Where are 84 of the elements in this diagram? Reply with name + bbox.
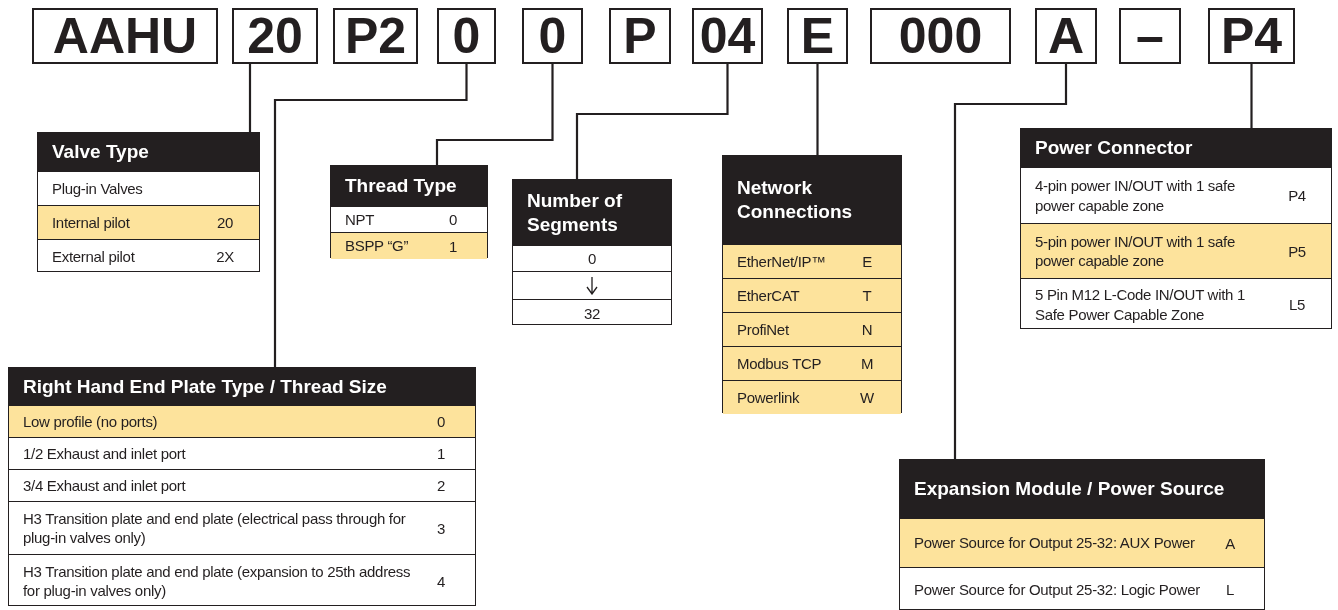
code-table: [8, 367, 476, 606]
table-row: [38, 205, 259, 239]
leader-line: [1250, 64, 1253, 128]
code-table: [330, 165, 488, 258]
option-code: 2X: [215, 248, 235, 265]
table-heading: Valve Type: [38, 133, 259, 171]
range-value: 32: [583, 304, 601, 322]
option-description: 1/2 Exhaust and inlet port: [23, 443, 187, 464]
leader-line: [273, 64, 468, 367]
table-row: [723, 244, 901, 278]
option-code: 0: [447, 211, 458, 228]
option-code: W: [859, 389, 875, 406]
option-description: BSPP “G”: [345, 236, 410, 256]
option-code: 4: [435, 572, 446, 590]
code-segment: P4: [1208, 8, 1295, 64]
option-code: 20: [215, 214, 235, 231]
code-segment: A: [1035, 8, 1097, 64]
option-code: 0: [435, 413, 446, 430]
option-description: 4-pin power IN/OUT with 1 safe power capable zone: [1035, 176, 1236, 215]
code-segment: AAHU: [32, 8, 218, 64]
option-description: H3 Transition plate and end plate (expansion to 25th address for plug-in valves only): [23, 561, 412, 601]
table-row: [723, 278, 901, 312]
table-row: [331, 232, 487, 259]
table-heading: Right Hand End Plate Type / Thread Size: [9, 368, 475, 405]
option-description: Modbus TCP: [737, 353, 823, 374]
option-description: Low profile (no ports): [23, 411, 159, 432]
option-description: ProfiNet: [737, 319, 790, 340]
option-description: Internal pilot: [52, 212, 131, 233]
table-row: [723, 380, 901, 414]
range-value: 0: [587, 250, 596, 267]
leader-line: [435, 64, 554, 165]
option-code: N: [860, 321, 874, 338]
code-segment: P: [609, 8, 671, 64]
leader-line: [248, 64, 252, 132]
table-heading: Network Connections: [723, 156, 901, 244]
leader-line: [575, 64, 729, 179]
option-description: Power Source for Output 25-32: Logic Power: [914, 579, 1201, 600]
option-code: L5: [1287, 296, 1307, 313]
code-table: [722, 155, 902, 413]
table-heading: Number of Segments: [513, 180, 671, 245]
table-row: [723, 312, 901, 346]
table-row: [723, 346, 901, 380]
option-code: P4: [1287, 187, 1307, 204]
code-table: [1020, 128, 1332, 329]
option-description: Powerlink: [737, 387, 801, 408]
option-code: 2: [435, 477, 446, 494]
table-heading: Thread Type: [331, 166, 487, 206]
option-code: E: [861, 253, 873, 270]
option-description: External pilot: [52, 246, 136, 267]
option-description: 5 Pin M12 L-Code IN/OUT with 1 Safe Power Capable Zone: [1035, 285, 1246, 324]
leader-line: [816, 64, 819, 155]
option-code: 1: [447, 237, 458, 255]
code-segment: 000: [870, 8, 1011, 64]
code-segment: –: [1119, 8, 1181, 64]
code-segment: 04: [692, 8, 763, 64]
option-code: P5: [1287, 242, 1307, 260]
option-description: NPT: [345, 209, 376, 230]
table-heading: Power Connector: [1021, 129, 1331, 167]
code-segment: 20: [232, 8, 318, 64]
option-description: Plug-in Valves: [52, 178, 144, 199]
option-description: 5-pin power IN/OUT with 1 safe power capable zone: [1035, 231, 1236, 271]
code-table: [512, 179, 672, 325]
table-row: [900, 518, 1264, 567]
option-description: EtherNet/IP™: [737, 251, 827, 272]
table-row: [9, 405, 475, 437]
option-description: 3/4 Exhaust and inlet port: [23, 475, 187, 496]
option-code: 1: [435, 445, 446, 462]
leader-line: [953, 64, 1068, 459]
option-description: Power Source for Output 25-32: AUX Power: [914, 533, 1196, 553]
table-heading: Expansion Module / Power Source: [900, 460, 1264, 518]
option-description: EtherCAT: [737, 285, 801, 306]
option-description: H3 Transition plate and end plate (electrical pass through for plug-in valves only): [23, 508, 407, 548]
table-row: [1021, 223, 1331, 278]
option-code: M: [859, 355, 875, 372]
option-code: L: [1224, 581, 1235, 598]
code-table: [899, 459, 1265, 610]
code-segment: E: [787, 8, 848, 64]
code-segment: 0: [437, 8, 496, 64]
option-code: 3: [435, 519, 446, 537]
code-table: [37, 132, 260, 272]
code-segment: P2: [333, 8, 418, 64]
option-code: A: [1224, 534, 1236, 552]
option-code: T: [861, 287, 873, 304]
code-segment: 0: [522, 8, 583, 64]
